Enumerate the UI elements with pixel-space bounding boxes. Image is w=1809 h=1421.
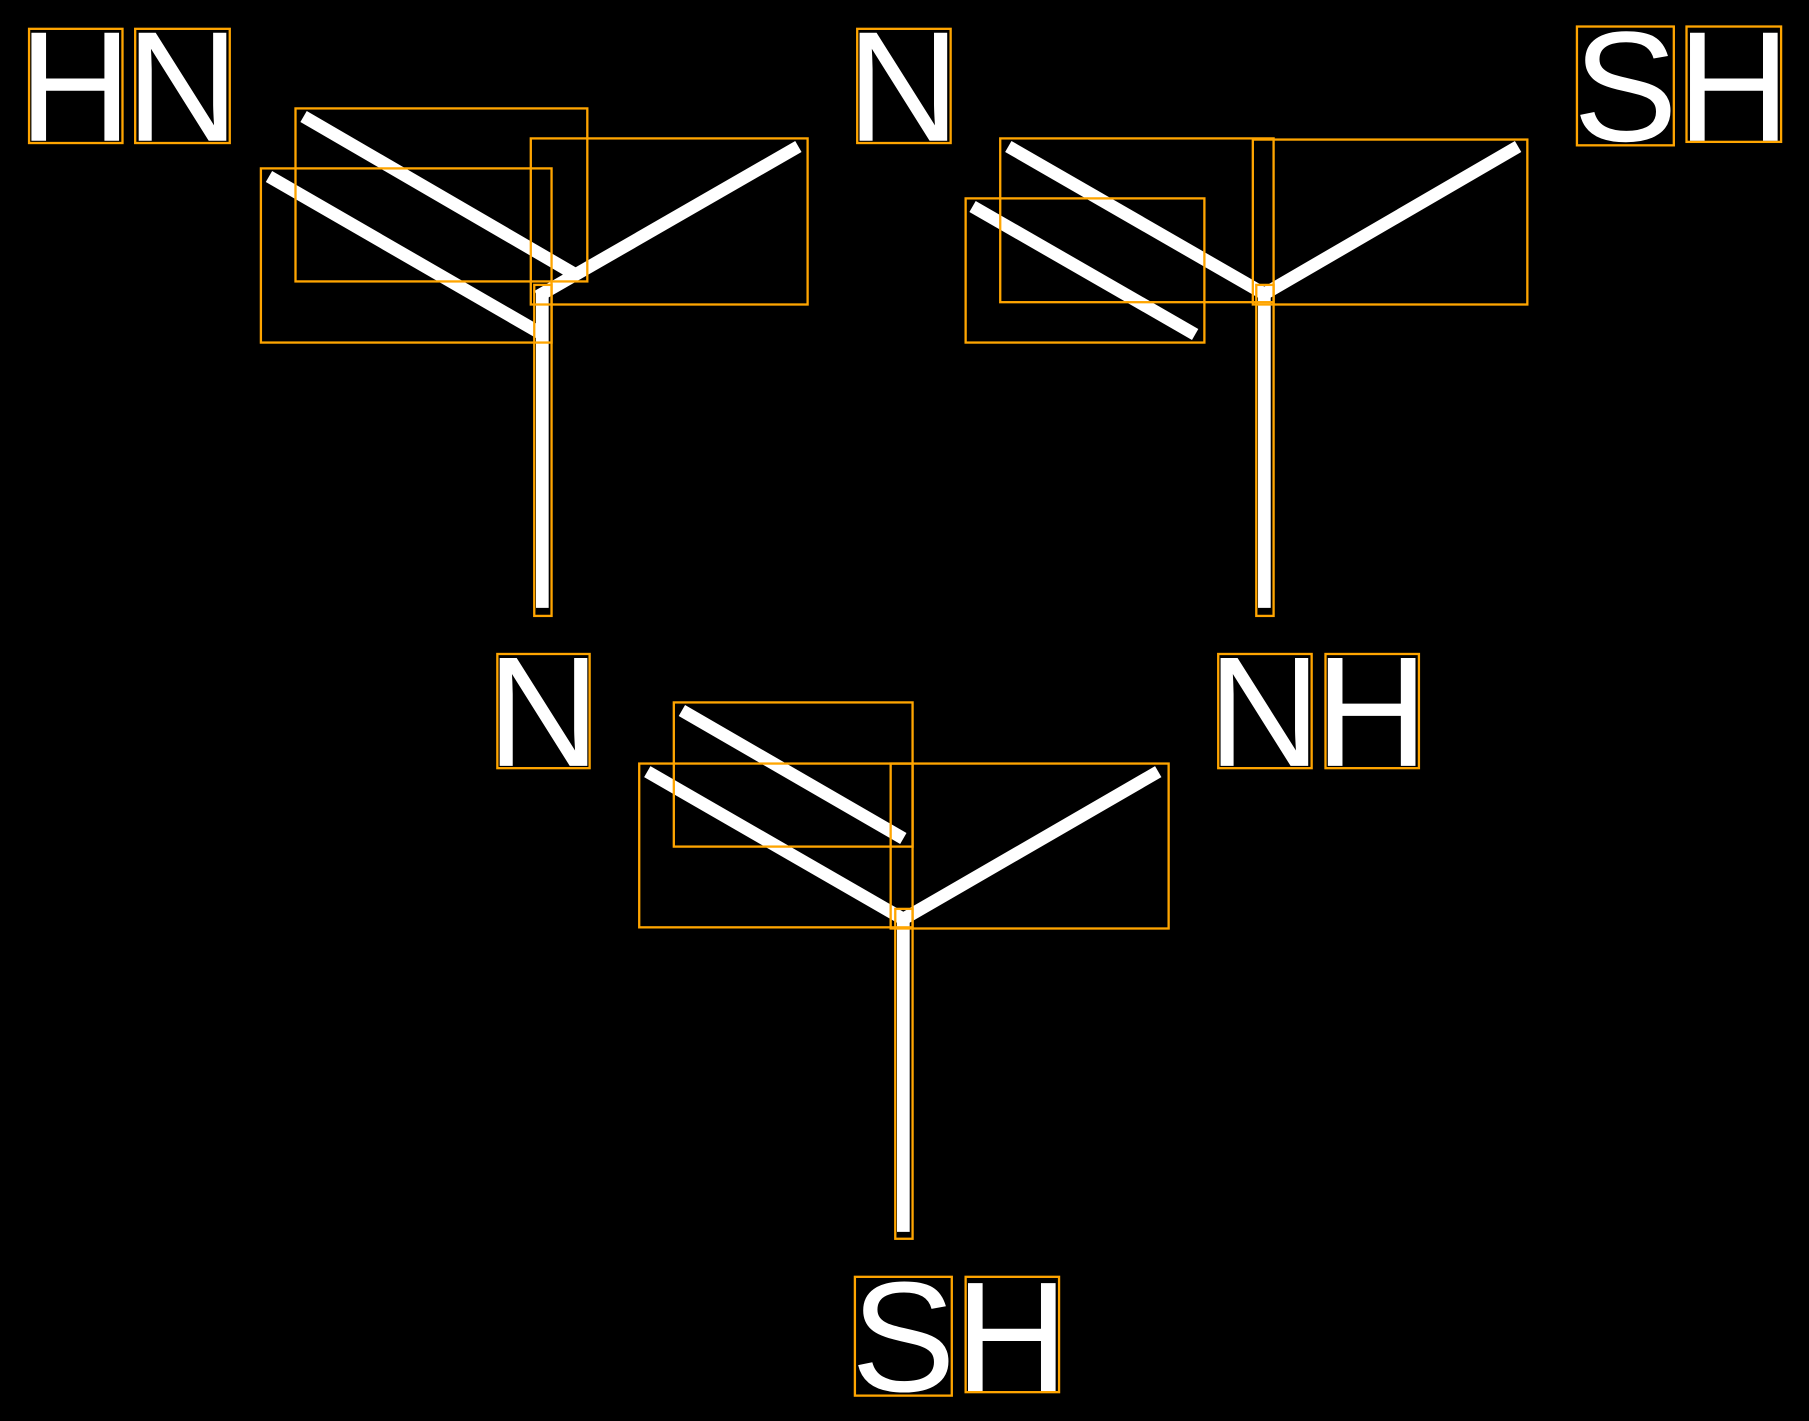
atom-label-n: N (847, 0, 960, 175)
bond-box (894, 907, 914, 1240)
atom-box (27, 27, 124, 145)
bond-box (889, 762, 1170, 930)
atom-label-n: N (1208, 625, 1321, 800)
atom-box (1217, 652, 1313, 770)
bond (969, 200, 1199, 340)
atom-label-h: H (19, 0, 132, 175)
bond-box (1251, 138, 1529, 306)
bond-box (672, 701, 914, 848)
atom-label-s: S (1573, 0, 1678, 175)
bond-box (294, 107, 589, 283)
molecule-1 (259, 107, 809, 618)
molecule-3 (638, 701, 1170, 1240)
atom-label-n: N (126, 0, 239, 175)
atom-box (1685, 25, 1783, 144)
bond-box (1255, 283, 1275, 618)
bond-box (999, 137, 1275, 304)
atom-box (964, 1275, 1061, 1394)
atom-box (496, 652, 591, 770)
bond (1258, 140, 1522, 301)
bond (897, 766, 1162, 926)
bond (1005, 140, 1270, 301)
bond (678, 705, 907, 845)
atom-label-n: N (487, 625, 600, 800)
bond (300, 111, 577, 279)
atom-box (134, 27, 231, 145)
atom-box (853, 1275, 953, 1397)
atom-box (1324, 652, 1421, 770)
bond (265, 170, 548, 342)
atom-label-h: H (1315, 625, 1428, 800)
bond-box (529, 137, 809, 306)
atom-box (1575, 25, 1675, 147)
bond-box (533, 283, 553, 618)
bond-box (964, 197, 1206, 344)
atom-labels: H N N S H N N H S H (19, 0, 1791, 1421)
atom-box (856, 27, 952, 145)
bond (534, 140, 802, 302)
atom-label-h: H (955, 1250, 1068, 1421)
bond-box (259, 167, 553, 344)
atom-label-h: H (1677, 0, 1790, 175)
atom-label-s: S (851, 1250, 956, 1421)
molecule-2 (964, 137, 1529, 618)
